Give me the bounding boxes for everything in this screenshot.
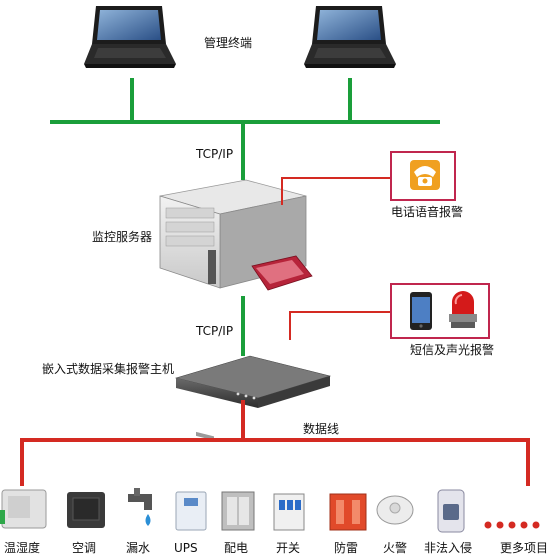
sms-alarm-box [390, 283, 490, 339]
telephone-icon [410, 160, 440, 190]
device-label: 非法入侵 [424, 541, 473, 555]
laptop-icon [304, 6, 396, 68]
air-conditioner-icon [67, 492, 105, 528]
monitoring-server-label: 监控服务器 [92, 230, 153, 244]
more-dots-icon [484, 521, 540, 529]
device-label: 开关 [276, 541, 301, 555]
management-terminal-label: 管理终端 [204, 36, 253, 50]
mobile-phone-icon [410, 292, 432, 330]
device-label: 配电 [224, 541, 249, 555]
device-label: 温湿度 [4, 541, 41, 555]
laptop-icon [84, 6, 176, 68]
tcp-ip-bottom-label: TCP/IP [196, 324, 234, 338]
embedded-host-icon [174, 355, 332, 441]
device-label: 漏水 [126, 541, 151, 555]
device-label: 更多项目 [500, 541, 549, 555]
lightning-protection-icon [329, 493, 367, 531]
switch-icon [273, 493, 305, 531]
water-leak-icon [128, 488, 152, 526]
ups-icon [175, 491, 207, 531]
device-label: 防雷 [334, 541, 359, 555]
alarm-light-icon [449, 291, 477, 328]
temp-humidity-sensor-icon [0, 489, 47, 529]
data-line-label: 数据线 [303, 422, 340, 436]
power-distribution-icon [221, 491, 255, 531]
tcp-ip-top-label: TCP/IP [196, 147, 234, 161]
intrusion-sensor-icon [437, 489, 465, 533]
server-icon [159, 179, 313, 291]
device-label: 空调 [72, 541, 97, 555]
device-label: UPS [174, 541, 198, 555]
sms-alarm-label: 短信及声光报警 [410, 343, 495, 357]
device-label: 火警 [383, 541, 408, 555]
embedded-host-label: 嵌入式数据采集报警主机 [42, 362, 175, 376]
network-lines [50, 78, 440, 356]
smoke-detector-icon [376, 495, 414, 525]
phone-alarm-label: 电话语音报警 [391, 205, 464, 219]
data-bus-lines [20, 400, 530, 486]
alarm-connectors [281, 177, 392, 340]
